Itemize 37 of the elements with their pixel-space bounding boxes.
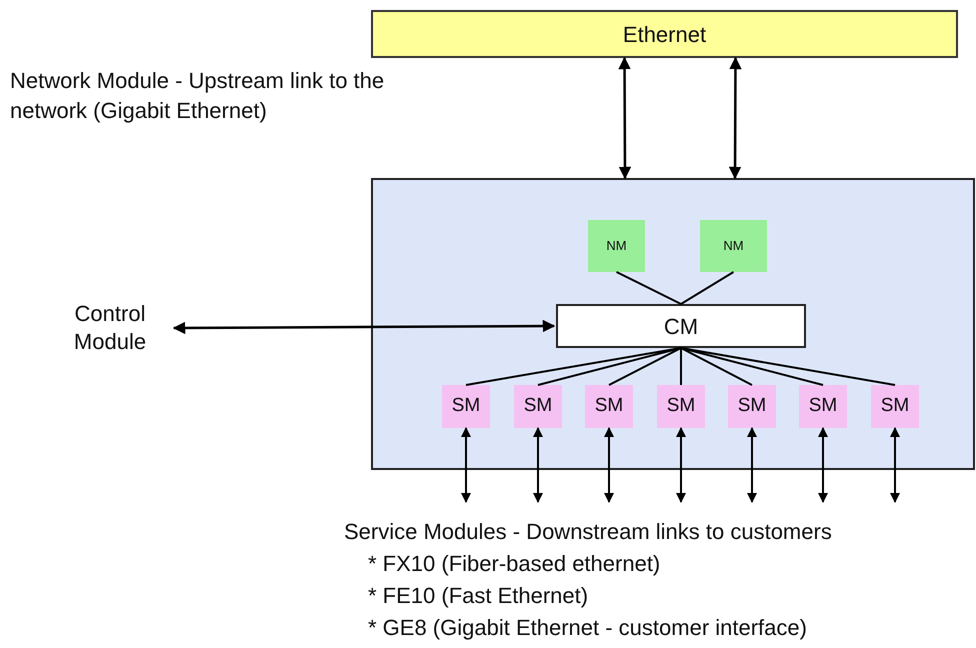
- connector-line: [680, 271, 734, 305]
- arrow: [676, 427, 686, 503]
- module-label: Control Module: [56, 300, 164, 356]
- arrow: [818, 427, 828, 503]
- module-box: NM: [700, 220, 767, 272]
- module-box: SM: [514, 385, 562, 428]
- module-box: SM: [442, 385, 490, 428]
- arrow: [747, 427, 757, 503]
- connector-line: [680, 347, 752, 386]
- module-box: SM: [871, 385, 919, 428]
- connector-line: [616, 271, 682, 305]
- module-box: CM: [556, 304, 806, 348]
- list-item: * FX10 (Fiber-based ethernet): [368, 550, 660, 578]
- module-box: SM: [799, 385, 847, 428]
- network-box: Ethernet: [371, 10, 958, 58]
- arrow: [172, 320, 556, 334]
- arrow: [604, 427, 614, 503]
- connector-line: [538, 347, 682, 386]
- arrow: [461, 427, 471, 503]
- connector-line: [680, 347, 824, 386]
- arrow: [728, 56, 742, 180]
- list-item: * FE10 (Fast Ethernet): [368, 582, 588, 610]
- connector-line: [608, 347, 682, 386]
- chassis-box: [371, 178, 975, 470]
- connector-line: [680, 348, 682, 385]
- note-text: Service Modules - Downstream links to customers: [344, 518, 832, 546]
- module-box: SM: [657, 385, 705, 428]
- note-text: Network Module - Upstream link to the network (Gigabit Ethernet): [10, 67, 386, 125]
- connector-line: [680, 347, 896, 386]
- module-box: NM: [588, 220, 645, 272]
- module-box: SM: [585, 385, 633, 428]
- arrow: [890, 427, 900, 503]
- list-item: * GE8 (Gigabit Ethernet - customer interface): [368, 614, 807, 642]
- arrow: [618, 56, 632, 180]
- arrow: [533, 427, 543, 503]
- module-box: SM: [728, 385, 776, 428]
- connector-line: [466, 347, 682, 386]
